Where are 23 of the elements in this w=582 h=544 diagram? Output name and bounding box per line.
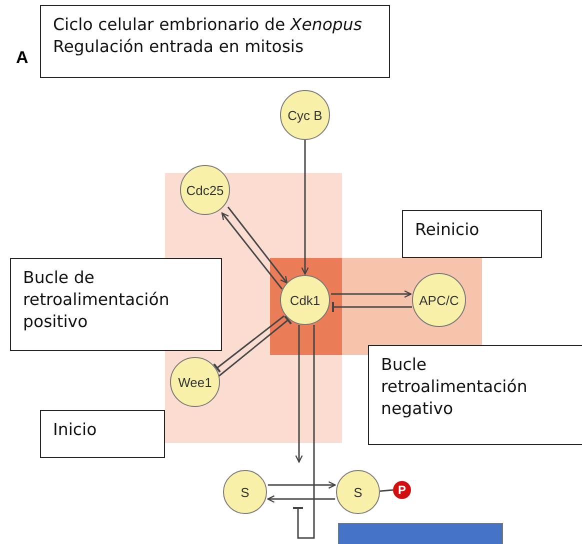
text-box: Ciclo celular embrionario de Xenopus Regulación entrada en mitosis [40, 5, 390, 78]
blank-box [338, 523, 503, 544]
molecule-circle: Cyc B [280, 90, 330, 140]
molecule-circle: S [223, 470, 267, 514]
arrow [295, 325, 303, 463]
arrow [221, 212, 283, 290]
arrow [227, 206, 288, 284]
inhibition-line [212, 315, 284, 373]
text-box: Reinicio [402, 210, 542, 258]
inhibition-line [218, 315, 292, 377]
line [380, 489, 394, 492]
inhibition-line [292, 325, 315, 539]
arrow [267, 495, 336, 503]
panel-letter: A [16, 48, 28, 68]
arrow [301, 140, 309, 275]
molecule-circle: S [336, 470, 380, 514]
phosphate-circle: P [393, 481, 411, 499]
arrow [268, 481, 336, 489]
arrow [331, 290, 412, 298]
text-box: Bucle retroalimentación negativo [368, 345, 582, 445]
text-box: Bucle de retroalimentación positivo [10, 258, 222, 351]
inhibition-line [332, 301, 412, 313]
text-box: Inicio [40, 410, 165, 458]
